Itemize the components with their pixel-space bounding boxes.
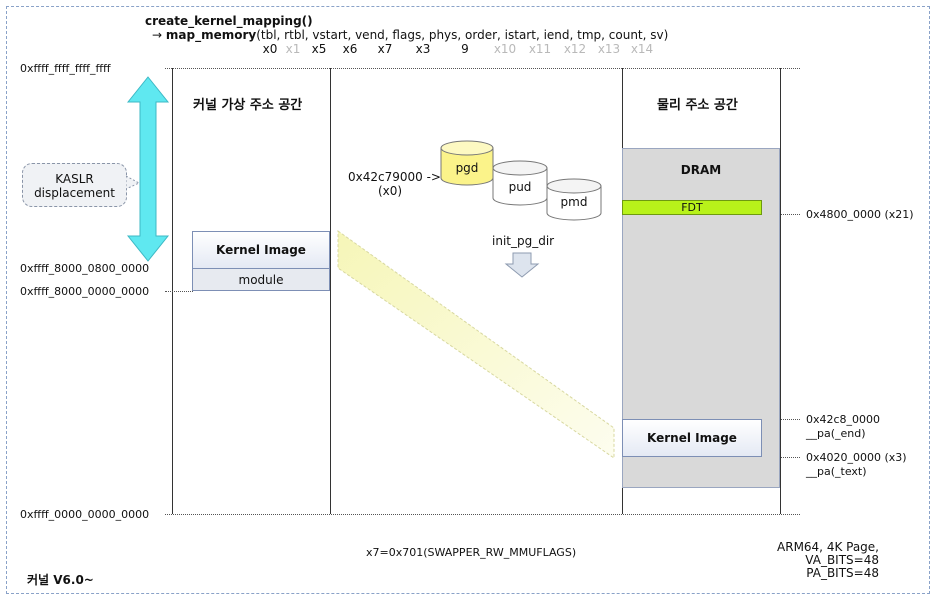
map-memory-args: (tbl, rtbl, vstart, vend, flags, phys, o… [256,28,669,42]
pud-label: pud [508,180,532,194]
register-label: 9 [461,42,469,56]
register-label: x14 [630,42,654,56]
text-sym: __pa(_text) [806,465,867,478]
map-memory-func: map_memory [165,28,257,42]
pgd-addr: 0x42c79000 -> [348,170,441,184]
fdt-addr: 0x4800_0000 (x21) [806,208,914,221]
pgd-reg: (x0) [378,184,403,198]
kaslr-label-line2: displacement [34,186,115,200]
register-label: x6 [342,42,358,56]
end-sym: __pa(_end) [806,427,866,440]
va-kernel-image-box: Kernel Image [192,231,330,269]
end-addr: 0x42c8_0000 [806,413,881,426]
bottom-boundary-line [165,514,800,515]
pmd-label: pmd [560,195,588,209]
down-arrow-icon [504,252,540,278]
va-bottom-addr: 0xffff_0000_0000_0000 [20,508,150,521]
va-kernel-image-label: Kernel Image [216,243,306,257]
fdt-addr-line [762,214,800,215]
kaslr-callout: KASLR displacement [22,163,127,207]
dram-label: DRAM [680,163,722,177]
module-box: module [192,268,330,291]
register-label: x5 [311,42,327,56]
kernel-version: 커널 V6.0~ [27,573,94,587]
fdt-box: FDT [622,200,762,215]
map-memory-signature: → map_memory(tbl, rtbl, vstart, vend, fl… [152,28,668,42]
physical-space-title: 물리 주소 공간 [657,98,738,113]
init-pg-dir-label: init_pg_dir [492,234,555,248]
pgd-label: pgd [455,161,479,175]
virtual-space-title: 커널 가상 주소 공간 [193,98,303,113]
text-addr-line [762,457,800,458]
register-row: x0 x1 x5 x6 x7 x3 9 x10 x11 x12 x13 x14 [259,42,659,56]
register-label: x1 [285,42,301,56]
arch-line1: ARM64, 4K Page, [777,540,879,554]
va-kernel-start-addr: 0xffff_8000_0800_0000 [20,262,150,275]
va-module-start-addr: 0xffff_8000_0000_0000 [20,285,150,298]
arch-line2: VA_BITS=48 [805,553,879,567]
top-boundary-line [165,68,800,69]
fdt-label: FDT [681,201,703,214]
func-call-title: create_kernel_mapping() [145,14,313,28]
pa-kernel-image-label: Kernel Image [647,431,737,445]
arrow-glyph: → [152,28,163,42]
text-addr: 0x4020_0000 (x3) [806,451,907,464]
arch-info: ARM64, 4K Page, VA_BITS=48 PA_BITS=48 [777,541,879,580]
physical-space-right-border [780,68,781,514]
pmd-cylinder-icon [546,178,602,221]
register-label: x11 [528,42,552,56]
pa-kernel-image-box: Kernel Image [622,419,762,457]
diagram-frame [6,6,930,594]
pud-cylinder-icon [492,160,548,206]
register-label: x13 [597,42,621,56]
pgd-cylinder-icon [440,140,494,186]
kaslr-arrow-icon [126,76,170,262]
va-top-addr: 0xffff_ffff_ffff_ffff [20,62,111,75]
mapping-band [337,230,615,459]
flags-note: x7=0x701(SWAPPER_RW_MMUFLAGS) [366,546,577,559]
module-label: module [238,272,284,287]
register-label: x10 [493,42,517,56]
register-label: x3 [415,42,431,56]
kaslr-label-line1: KASLR [55,172,94,186]
module-start-line [165,291,193,292]
register-label: x7 [377,42,393,56]
register-label: x12 [563,42,587,56]
virtual-space-right-border [330,68,331,514]
register-label: x0 [262,42,278,56]
end-addr-line [762,419,800,420]
arch-line3: PA_BITS=48 [806,566,879,580]
callout-pointer [126,176,140,190]
